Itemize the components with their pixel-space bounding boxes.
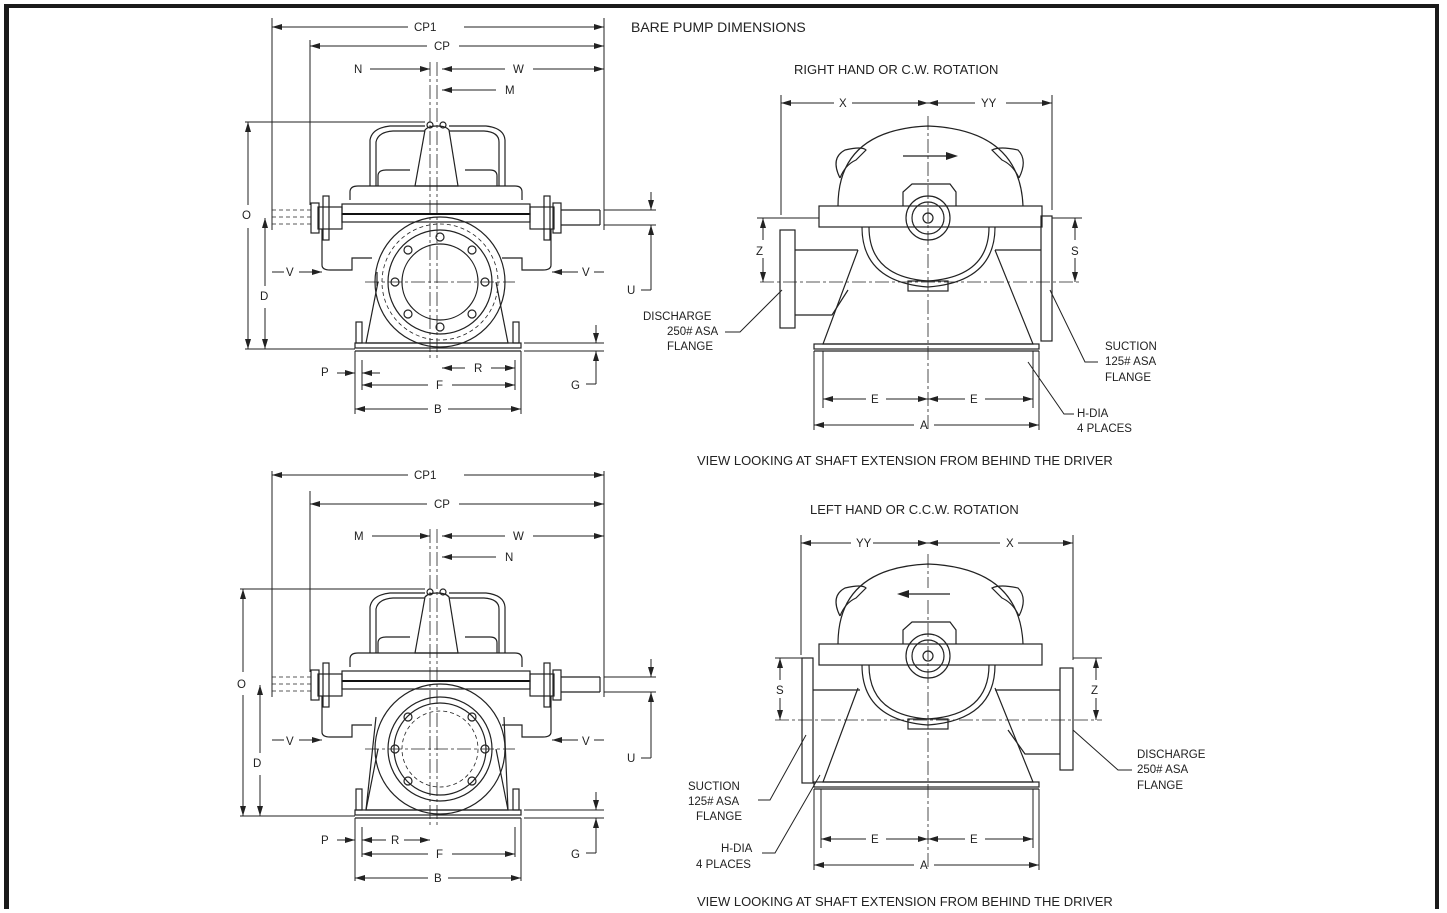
dim-o: O (242, 210, 251, 222)
dim-x-lh: X (1006, 538, 1014, 550)
dim-v-left-lh: V (286, 736, 294, 748)
discharge-note-lh-2: 250# ASA (1137, 764, 1188, 776)
dim-p: P (321, 367, 329, 379)
dim-cp1-lh: CP1 (414, 470, 436, 482)
suction-note-lh-3: FLANGE (696, 811, 742, 823)
suction-note-lh-2: 125# ASA (688, 796, 739, 808)
dim-g-lh: G (571, 849, 580, 861)
dim-cp: CP (434, 41, 450, 53)
discharge-note-1: DISCHARGE (643, 311, 712, 323)
dim-cp1: CP1 (414, 22, 436, 34)
dim-m-lh: M (354, 531, 364, 543)
rh-side-view: CP1 CP N W M O V V D U P R F G B (242, 18, 656, 416)
dim-s-lh: S (776, 685, 784, 697)
dim-e-left-lh: E (871, 834, 879, 846)
dim-a: A (920, 420, 928, 432)
dim-e-left: E (871, 394, 879, 406)
hdia-note-2: 4 PLACES (1077, 423, 1132, 435)
dim-v-right: V (582, 267, 590, 279)
dim-b-lh: B (434, 873, 442, 885)
discharge-note-lh-1: DISCHARGE (1137, 749, 1206, 761)
drawing-title: BARE PUMP DIMENSIONS (631, 19, 806, 35)
dim-f: F (436, 380, 443, 392)
dim-w-lh: W (513, 531, 524, 543)
dim-d: D (260, 291, 268, 303)
dim-m: M (505, 85, 515, 97)
discharge-note-2: 250# ASA (667, 326, 718, 338)
dim-n: N (354, 64, 362, 76)
dim-e-right: E (970, 394, 978, 406)
dim-cp-lh: CP (434, 499, 450, 511)
dim-z: Z (756, 246, 763, 258)
suction-note-1: SUCTION (1105, 341, 1157, 353)
rh-heading: RIGHT HAND OR C.W. ROTATION (794, 62, 998, 77)
dim-yy-lh: YY (856, 538, 872, 550)
lh-side-view: CP1 CP M W N O V V D U P R F G B (237, 470, 656, 885)
dim-a-lh: A (920, 860, 928, 872)
dim-g: G (571, 380, 580, 392)
discharge-note-3: FLANGE (667, 341, 713, 353)
dim-d-lh: D (253, 758, 261, 770)
dim-v-left: V (286, 267, 294, 279)
lh-end-view: LEFT HAND OR C.C.W. ROTATION (688, 502, 1206, 909)
dim-s: S (1071, 246, 1079, 258)
lh-heading: LEFT HAND OR C.C.W. ROTATION (810, 502, 1019, 517)
dim-p-lh: P (321, 835, 329, 847)
suction-note-lh-1: SUCTION (688, 781, 740, 793)
dim-w: W (513, 64, 524, 76)
rh-caption: VIEW LOOKING AT SHAFT EXTENSION FROM BEH… (697, 453, 1113, 468)
discharge-note-lh-3: FLANGE (1137, 780, 1183, 792)
rh-end-view: RIGHT HAND OR C.W. ROTATION (643, 62, 1157, 468)
dim-o-lh: O (237, 679, 246, 691)
suction-note-2: 125# ASA (1105, 356, 1156, 368)
dim-v-right-lh: V (582, 736, 590, 748)
dim-r-lh: R (391, 835, 399, 847)
hdia-note-1: H-DIA (1077, 408, 1109, 420)
dim-u: U (627, 285, 635, 297)
dim-r: R (474, 363, 482, 375)
lh-caption: VIEW LOOKING AT SHAFT EXTENSION FROM BEH… (697, 894, 1113, 909)
dim-x: X (839, 98, 847, 110)
hdia-note-lh-1: H-DIA (721, 843, 753, 855)
dim-u-lh: U (627, 753, 635, 765)
dim-yy: YY (981, 98, 997, 110)
hdia-note-lh-2: 4 PLACES (696, 859, 751, 871)
dim-n-lh: N (505, 552, 513, 564)
drawing-border (4, 4, 1439, 909)
dim-f-lh: F (436, 849, 443, 861)
dim-z-lh: Z (1091, 685, 1098, 697)
dim-e-right-lh: E (970, 834, 978, 846)
suction-note-3: FLANGE (1105, 372, 1151, 384)
dim-b: B (434, 404, 442, 416)
